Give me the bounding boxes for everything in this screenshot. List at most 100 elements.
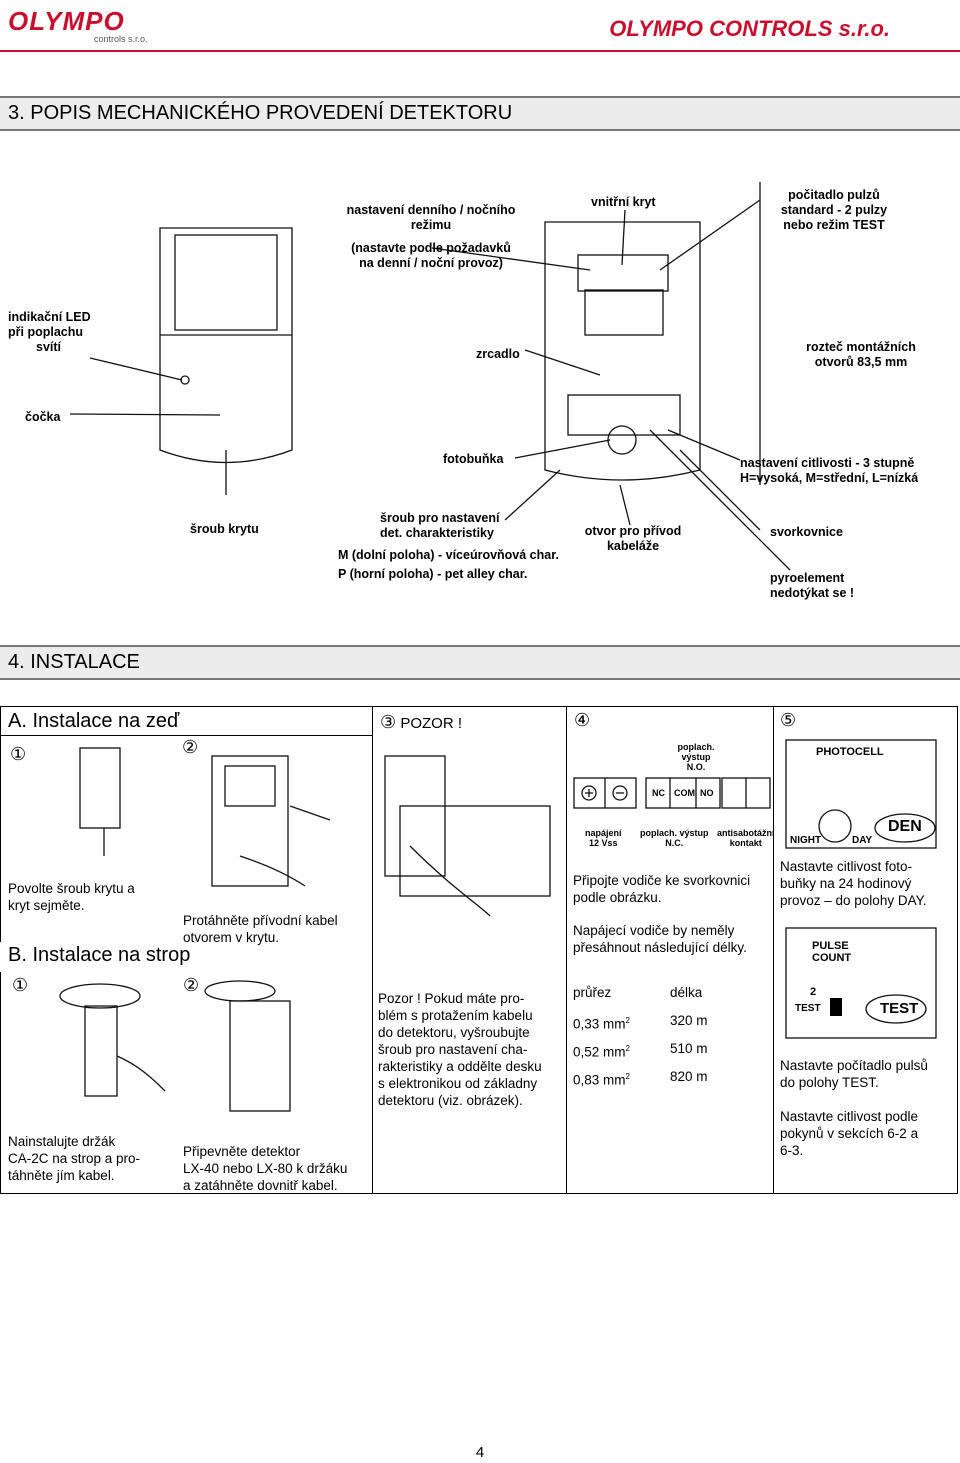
wire-table-row: 0,83 mm2 [573,1068,630,1089]
label-line: rozteč montážních [806,340,916,354]
step3-label: POZOR ! [400,715,462,732]
label-line: šroub pro nastavení [380,511,500,525]
test-switch-slider [830,998,842,1016]
label-sensitivity: nastavení citlivosti - 3 stupně H=vysoká… [740,456,918,486]
label-char-m: M (dolní poloha) - víceúrovňová char. [338,548,559,562]
text-line: do detektoru, vyšroubujte [378,1025,530,1040]
text-line: přesáhnout následující délky. [573,940,747,955]
step-b2-text: Připevněte detektor LX-40 nebo LX-80 k d… [183,1143,347,1194]
label-line: napájení [585,828,622,838]
label-line: poplach. výstup [640,828,709,838]
wire-length: 820 m [670,1069,708,1084]
label-led: indikační LED při poplachu svítí [8,310,91,355]
label-line: otvor pro přívod [584,524,682,538]
header-divider [0,50,960,52]
terminal-alarm-label: poplach. výstup N.C. [640,828,709,848]
step5-text2: Nastavte počítadlo pulsů do polohy TEST. [780,1057,928,1091]
label-line: indikační LED [8,310,91,324]
text-line: Pozor ! Pokud máte pro- [378,991,525,1006]
terminal-power-label: napájení 12 Vss [585,828,622,848]
label-line: poplach. výstup [677,742,715,762]
label-line: otvorů 83,5 mm [814,355,908,369]
text-line: Protáhněte přívodní kabel [183,913,338,928]
page-number: 4 [475,1444,485,1461]
detector-diagram [69,182,791,571]
day-label: DAY [852,835,873,846]
text-line: CA-2C na strop a pro- [8,1151,141,1166]
step3-number: ③ [380,712,397,732]
step-a1-text: Povolte šroub krytu a kryt sejměte. [8,880,135,914]
text-line: táhněte jím kabel. [8,1168,115,1183]
label-line: nedotýkat se ! [770,586,855,600]
wire-table-row: 0,52 mm2 [573,1040,630,1061]
ceiling-install-title: B. Instalace na strop [8,944,191,966]
terminal-tamper-label: antisabotážní kontakt [717,828,775,848]
text-line: kryt sejměte. [8,898,85,913]
text-line: LX-40 nebo LX-80 k držáku [183,1161,348,1176]
column-divider [566,706,567,1194]
label-day-night-mode: nastavení denního / nočního režimu (nast… [342,203,520,271]
step-b1-text: Nainstalujte držák CA-2C na strop a pro-… [8,1133,140,1184]
column-divider [372,706,373,1194]
text-line: rakteristiky a oddělte desku [378,1059,542,1074]
section4-title: 4. INSTALACE [0,645,960,680]
unit-superscript: 2 [625,1016,630,1025]
label-pulse-counter: počitadlo pulzů standard - 2 pulzy nebo … [770,188,898,233]
label-line: H=vysoká, M=střední, L=nízká [740,471,919,485]
text-line: s elektronikou od základny [378,1076,538,1091]
step5-text1: Nastavte citlivost foto- buňky na 24 hod… [780,858,927,909]
wire-length: 510 m [670,1041,708,1056]
text-line: Nastavte počítadlo pulsů [780,1058,928,1073]
label-line: nebo režim TEST [783,218,885,232]
label-line: svítí [36,340,62,354]
label-line: při poplachu [8,325,83,339]
test-small-label: TEST [795,1003,821,1014]
label-inner-cover: vnitřní kryt [591,195,656,209]
step5-text3: Nastavte citlivost podle pokynů v sekcíc… [780,1108,918,1159]
wire-table-header-size: průřez [573,985,612,1000]
label-line: N.C. [665,838,684,848]
pulse-two-label: 2 [810,986,817,998]
subsection-gap [0,942,372,972]
text-line: Povolte šroub krytu a [8,881,135,896]
text-line: šroub pro nastavení cha- [378,1042,528,1057]
text-line: otvorem v krytu. [183,930,280,945]
text-line: blém s protažením kabelu [378,1008,533,1023]
step-a2-number: ② [182,737,199,757]
pulse-count-label: PULSE COUNT [812,940,851,964]
logo-wordmark: OLYMPO [8,6,125,36]
column-divider [773,706,774,1194]
step-b1-number: ① [12,975,29,995]
label-line: režimu [410,218,452,232]
terminal-top-label: poplach. výstup N.O. [664,742,728,772]
label-lens: čočka [25,410,61,424]
photocell-label: PHOTOCELL [816,746,884,758]
section3-title: 3. POPIS MECHANICKÉHO PROVEDENÍ DETEKTOR… [0,96,960,131]
label-line: kabeláže [606,539,660,553]
label-terminal-block: svorkovnice [770,525,843,539]
company-name: OLYMPO CONTROLS s.r.o. [609,16,890,41]
wire-table-row: 0,33 mm2 [573,1012,630,1033]
label-line: standard - 2 pulzy [780,203,888,217]
step4-number: ④ [574,710,591,730]
label-line: pyroelement [770,571,845,585]
company-logo: OLYMPO controls s.r.o. [8,6,168,44]
text-line: Nastavte citlivost foto- [780,859,913,874]
label-mirror: zrcadlo [476,347,520,361]
step-b2-number: ② [183,975,200,995]
step4-text: Připojte vodiče ke svorkovnici podle obr… [573,872,750,906]
terminal-com: COM [674,788,695,798]
label-line: nastavení citlivosti - 3 stupně [740,456,915,470]
unit-superscript: 2 [625,1072,630,1081]
text-line: Nastavte citlivost podle [780,1109,919,1124]
label-line: COUNT [812,952,852,964]
step3-warning-text: Pozor ! Pokud máte pro- blém s protažení… [378,990,542,1109]
wire-size: 0,33 mm [573,1016,626,1032]
step5-number: ⑤ [780,710,797,730]
text-line: pokynů v sekcích 6-2 a [780,1126,919,1141]
text-line: 6-3. [780,1143,804,1158]
label-cover-screw: šroub krytu [190,522,259,536]
label-line: kontakt [729,838,762,848]
label-hole-spacing: rozteč montážních otvorů 83,5 mm [800,340,922,370]
label-line: antisabotážní [717,828,775,838]
